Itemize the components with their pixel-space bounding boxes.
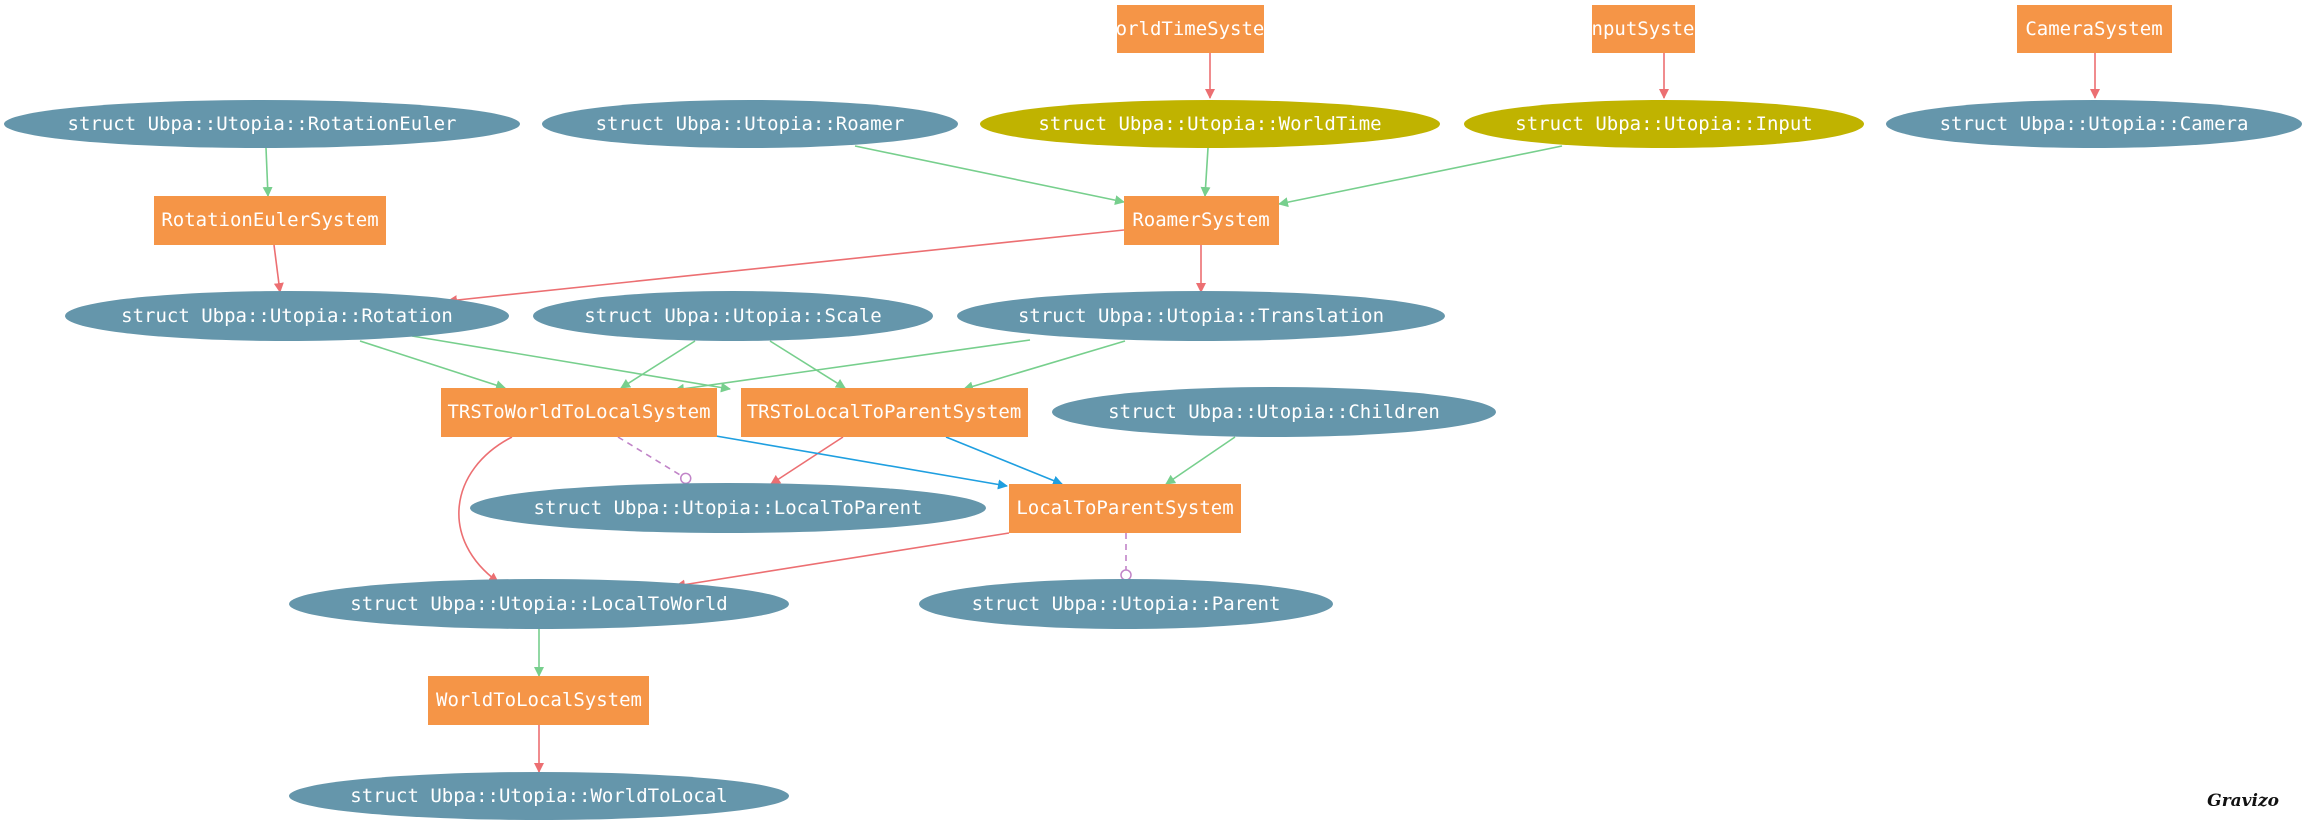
edge-roamer-read — [854, 145, 1125, 206]
node-rotation[interactable]: struct Ubpa::Utopia::Rotation — [65, 291, 509, 341]
node-label: struct Ubpa::Utopia::LocalToWorld — [350, 593, 728, 615]
node-worldtime[interactable]: struct Ubpa::Utopia::WorldTime — [980, 100, 1440, 148]
edge-input-read — [1278, 145, 1563, 208]
component-ellipse — [542, 100, 958, 148]
edge-worldtime-read — [1200, 147, 1211, 197]
component-ellipse — [289, 772, 789, 820]
node-label: LocalToParentSystem — [1016, 497, 1233, 519]
node-label: CameraSystem — [2025, 18, 2162, 40]
node-label: InputSystem — [1580, 18, 1706, 40]
edge-children-read — [1165, 436, 1236, 485]
node-children[interactable]: struct Ubpa::Utopia::Children — [1052, 387, 1496, 437]
system-box — [428, 676, 649, 725]
node-input[interactable]: struct Ubpa::Utopia::Input — [1464, 100, 1864, 148]
system-box — [741, 388, 1028, 437]
node-roamer-system[interactable]: RoamerSystem — [1124, 196, 1279, 245]
edges — [262, 53, 2100, 773]
edge-scale-read-by-trs-world — [620, 340, 696, 389]
node-label: RoamerSystem — [1132, 209, 1269, 231]
node-roamer[interactable]: struct Ubpa::Utopia::Roamer — [542, 100, 958, 148]
node-trs-to-local-to-parent-system[interactable]: TRSToLocalToParentSystem — [741, 388, 1028, 437]
edge-rotation-read-by-trs-world — [359, 340, 506, 390]
system-box — [1117, 5, 1264, 53]
singleton-ellipse — [1464, 100, 1864, 148]
edge-local-to-parent-system-writes-local-to-world — [675, 532, 1010, 590]
edge-rotation-read-by-trs-parent — [411, 335, 731, 393]
edge-trs-to-local-to-parent-writes-local-to-parent — [770, 436, 844, 485]
node-parent[interactable]: struct Ubpa::Utopia::Parent — [919, 579, 1333, 629]
edge-scale-read-by-trs-parent — [769, 340, 846, 389]
nodes: WorldTimeSystem InputSystem CameraSystem… — [4, 5, 2302, 820]
node-rotation-euler[interactable]: struct Ubpa::Utopia::RotationEuler — [4, 100, 520, 148]
component-ellipse — [1886, 100, 2302, 148]
component-ellipse — [4, 100, 520, 148]
node-local-to-world[interactable]: struct Ubpa::Utopia::LocalToWorld — [289, 579, 789, 629]
system-box — [1009, 484, 1241, 533]
node-local-to-parent[interactable]: struct Ubpa::Utopia::LocalToParent — [470, 483, 986, 533]
system-box — [1124, 196, 1279, 245]
node-translation[interactable]: struct Ubpa::Utopia::Translation — [957, 291, 1445, 341]
system-box — [441, 388, 717, 437]
node-label: struct Ubpa::Utopia::Input — [1515, 113, 1812, 135]
node-label: struct Ubpa::Utopia::Children — [1108, 401, 1440, 423]
node-trs-to-world-to-local-system[interactable]: TRSToWorldToLocalSystem — [441, 388, 717, 437]
node-world-to-local-system[interactable]: WorldToLocalSystem — [428, 676, 649, 725]
node-label: struct Ubpa::Utopia::Scale — [584, 305, 881, 327]
edge-rotation-euler-system-writes-rotation — [273, 244, 284, 293]
component-ellipse — [1052, 387, 1496, 437]
node-label: WorldTimeSystem — [1104, 18, 1276, 40]
node-label: struct Ubpa::Utopia::WorldToLocal — [350, 785, 728, 807]
gravizo-watermark: Gravizo — [2207, 791, 2279, 811]
system-box — [2017, 5, 2172, 53]
edge-roamer-system-writes-rotation — [447, 229, 1125, 306]
component-ellipse — [289, 579, 789, 629]
node-label: struct Ubpa::Utopia::Parent — [972, 593, 1281, 615]
node-label: WorldToLocalSystem — [436, 689, 642, 711]
component-ellipse — [919, 579, 1333, 629]
component-ellipse — [957, 291, 1445, 341]
edge-trs-parent-before-local-to-parent-system — [945, 436, 1063, 486]
node-label: TRSToWorldToLocalSystem — [447, 401, 710, 423]
edge-trs-to-world-to-local-writes-local-to-world — [458, 436, 513, 583]
node-world-to-local[interactable]: struct Ubpa::Utopia::WorldToLocal — [289, 772, 789, 820]
edge-translation-read-by-trs-world — [674, 339, 1031, 394]
node-camera[interactable]: struct Ubpa::Utopia::Camera — [1886, 100, 2302, 148]
node-camera-system[interactable]: CameraSystem — [2017, 5, 2172, 53]
node-label: struct Ubpa::Utopia::WorldTime — [1038, 113, 1381, 135]
node-label: RotationEulerSystem — [161, 209, 378, 231]
node-label: TRSToLocalToParentSystem — [747, 401, 1022, 423]
node-local-to-parent-system[interactable]: LocalToParentSystem — [1009, 484, 1241, 533]
node-label: struct Ubpa::Utopia::Camera — [1940, 113, 2249, 135]
edge-translation-read-by-trs-parent — [963, 340, 1126, 392]
system-box — [154, 196, 386, 245]
edge-trs-world-excludes-local-to-parent — [617, 436, 692, 485]
node-worldtime-system[interactable]: WorldTimeSystem — [1104, 5, 1276, 53]
node-label: struct Ubpa::Utopia::LocalToParent — [534, 497, 923, 519]
edge-rotation-euler-read — [262, 147, 273, 197]
component-ellipse — [470, 483, 986, 533]
edge-trs-world-before-local-to-parent-system — [715, 435, 1008, 490]
component-ellipse — [65, 291, 509, 341]
node-input-system[interactable]: InputSystem — [1580, 5, 1706, 53]
system-box — [1592, 5, 1695, 53]
singleton-ellipse — [980, 100, 1440, 148]
node-label: struct Ubpa::Utopia::Translation — [1018, 305, 1384, 327]
node-label: struct Ubpa::Utopia::RotationEuler — [68, 113, 457, 135]
component-ellipse — [533, 291, 933, 341]
node-label: struct Ubpa::Utopia::Roamer — [596, 113, 905, 135]
node-scale[interactable]: struct Ubpa::Utopia::Scale — [533, 291, 933, 341]
node-rotation-euler-system[interactable]: RotationEulerSystem — [154, 196, 386, 245]
node-label: struct Ubpa::Utopia::Rotation — [121, 305, 453, 327]
